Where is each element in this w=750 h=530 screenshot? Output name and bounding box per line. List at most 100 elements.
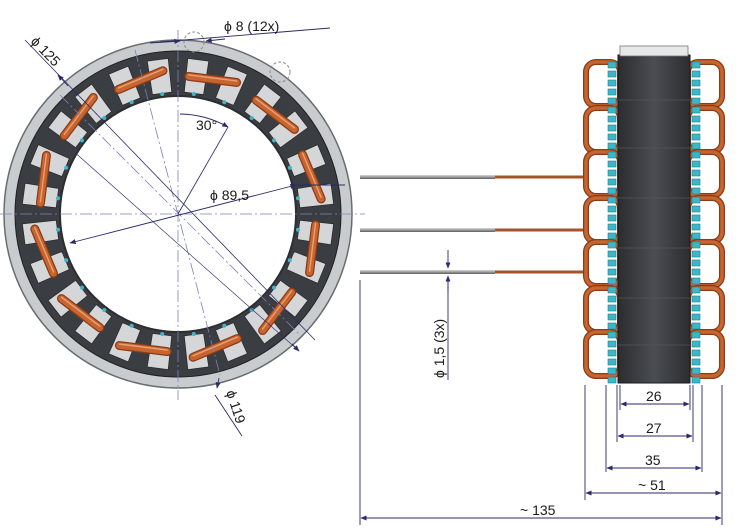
insulation-tab [607,151,617,159]
insulation-dot [249,116,254,121]
bolt-hole-marker [183,31,205,53]
insulation-tab [691,61,701,69]
core-top-plate [619,45,689,57]
insulation-tab [607,250,617,258]
insulation-tab [607,205,617,213]
insulation-tab [607,322,617,330]
insulation-tab [607,70,617,78]
hole-diameter-label: ϕ 8 (12x) [224,18,279,34]
insulation-dot [129,323,134,328]
insulation-tab [691,250,701,258]
copper-coil-highlight [117,68,164,89]
width-26-label: 26 [646,388,662,404]
insulation-tab [691,97,701,105]
copper-coil-highlight [301,152,322,199]
insulation-tab [607,187,617,195]
insulation-tab [691,169,701,177]
insulation-tab [691,259,701,267]
insulation-dot [64,165,69,170]
insulation-tab [607,277,617,285]
insulation-tab [607,214,617,222]
insulation-tab [691,79,701,87]
insulation-tab [691,286,701,294]
insulation-tab [691,187,701,195]
width-51-label: ~ 51 [638,477,666,493]
lead-diameter-label: ϕ 1,5 (3x) [431,319,447,378]
copper-coil-highlight [63,95,95,136]
insulation-tab [691,313,701,321]
insulation-tab [607,97,617,105]
insulation-tab [691,70,701,78]
stator-side-view: 26 27 35 ~ 51 ~ 135 [359,45,725,525]
insulation-tab [607,178,617,186]
copper-coil-highlight [118,343,168,351]
outer-diameter-label: ϕ 119 [223,388,249,426]
insulation-tab [691,124,701,132]
insulation-tab [691,196,701,204]
insulation-dot [222,100,227,105]
width-27-label: 27 [646,420,662,436]
insulation-tab [691,160,701,168]
insulation-tab [691,232,701,240]
copper-coil [115,67,167,93]
copper-coil [61,94,97,140]
insulation-tab [691,178,701,186]
lead-wire [360,270,585,274]
angle-label: 30° [196,117,217,133]
insulation-tab [607,340,617,348]
insulation-dot [129,100,134,105]
copper-coil-highlight [255,98,296,129]
stator-core [617,54,691,384]
insulation-tab [691,322,701,330]
slot-insulation [56,92,300,336]
insulation-tab [691,295,701,303]
side-dimensions [359,280,723,525]
core-segments [618,99,690,346]
insulation-tab [607,232,617,240]
insulation-strips [607,61,701,384]
insulation-tab [691,223,701,231]
insulation-tab [607,196,617,204]
insulation-tab [691,367,701,375]
insulation-tab [691,142,701,150]
insulation-tab [691,277,701,285]
copper-coil [185,73,240,86]
insulation-dot [191,331,196,336]
insulation-dot [287,258,292,263]
lead-wires [360,175,585,274]
insulation-tab [691,349,701,357]
insulation-tab [607,313,617,321]
copper-coil-highlight [39,153,48,203]
insulation-dot [295,227,300,232]
insulation-dot [271,285,276,290]
insulation-dot [56,196,61,201]
copper-coil [58,295,104,331]
insulation-tab [607,223,617,231]
insulation-tab [691,106,701,114]
insulation-tab [691,88,701,96]
insulation-tab [607,142,617,150]
insulation-tab [607,304,617,312]
insulation-tab [691,133,701,141]
insulation-tab [691,340,701,348]
width-135-label: ~ 135 [520,502,556,518]
stator-front-view: ϕ 8 (12x) ϕ 125 30° ϕ 89,5 ϕ 119 [0,18,365,437]
insulation-tab [607,349,617,357]
insulation-tab [691,268,701,276]
copper-coil-highlight [34,226,55,273]
copper-coil-highlight [308,222,317,272]
inner-diameter-label: ϕ 89,5 [210,187,249,203]
insulation-dot [249,307,254,312]
insulation-dot [271,138,276,143]
insulation-tab [607,124,617,132]
insulation-tab [607,268,617,276]
insulation-tab [691,205,701,213]
insulation-dot [64,258,69,263]
insulation-tab [607,295,617,303]
insulation-tab [607,61,617,69]
insulation-dot [191,92,196,97]
stator-coils [30,66,326,362]
insulation-dot [102,116,107,121]
insulation-tab [607,376,617,384]
